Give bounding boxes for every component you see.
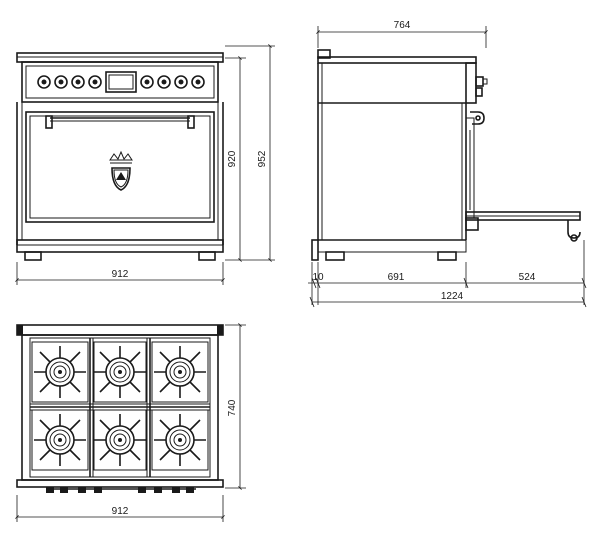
crown-emblem-icon — [109, 150, 133, 191]
knob-row — [46, 487, 196, 493]
top-depth-label: 740 — [227, 399, 238, 416]
top-dimensions: 912 740 — [15, 323, 246, 522]
front-height-inner-label: 920 — [227, 150, 238, 167]
knob-icon — [37, 75, 51, 89]
burner-icon — [151, 341, 209, 403]
knob-icon — [54, 75, 68, 89]
top-width-label: 912 — [112, 506, 129, 517]
front-view — [16, 52, 224, 261]
top-view — [16, 324, 224, 493]
knob-icon — [191, 75, 205, 89]
side-total-depth-label: 1224 — [441, 291, 464, 302]
knob-icon — [157, 75, 171, 89]
side-body-depth-label: 691 — [388, 272, 405, 283]
side-foot-label: 10 — [312, 272, 324, 283]
front-height-outer-label: 952 — [257, 150, 268, 167]
burner-icon — [93, 341, 147, 403]
knob-icon — [71, 75, 85, 89]
burner-icon — [151, 409, 209, 471]
side-dimensions: 764 10 691 524 1224 — [308, 20, 587, 308]
side-depth-label: 764 — [394, 20, 411, 31]
burner-icon — [93, 409, 147, 471]
knob-icon — [174, 75, 188, 89]
knob-icon — [140, 75, 154, 89]
side-view — [311, 49, 581, 261]
burner-icon — [31, 409, 89, 471]
front-dimensions: 912 920 952 — [15, 44, 275, 285]
front-width-label: 912 — [112, 269, 129, 280]
burner-icon — [31, 341, 89, 403]
side-door-open-label: 524 — [519, 272, 536, 283]
display-panel — [105, 71, 137, 93]
knob-icon — [88, 75, 102, 89]
